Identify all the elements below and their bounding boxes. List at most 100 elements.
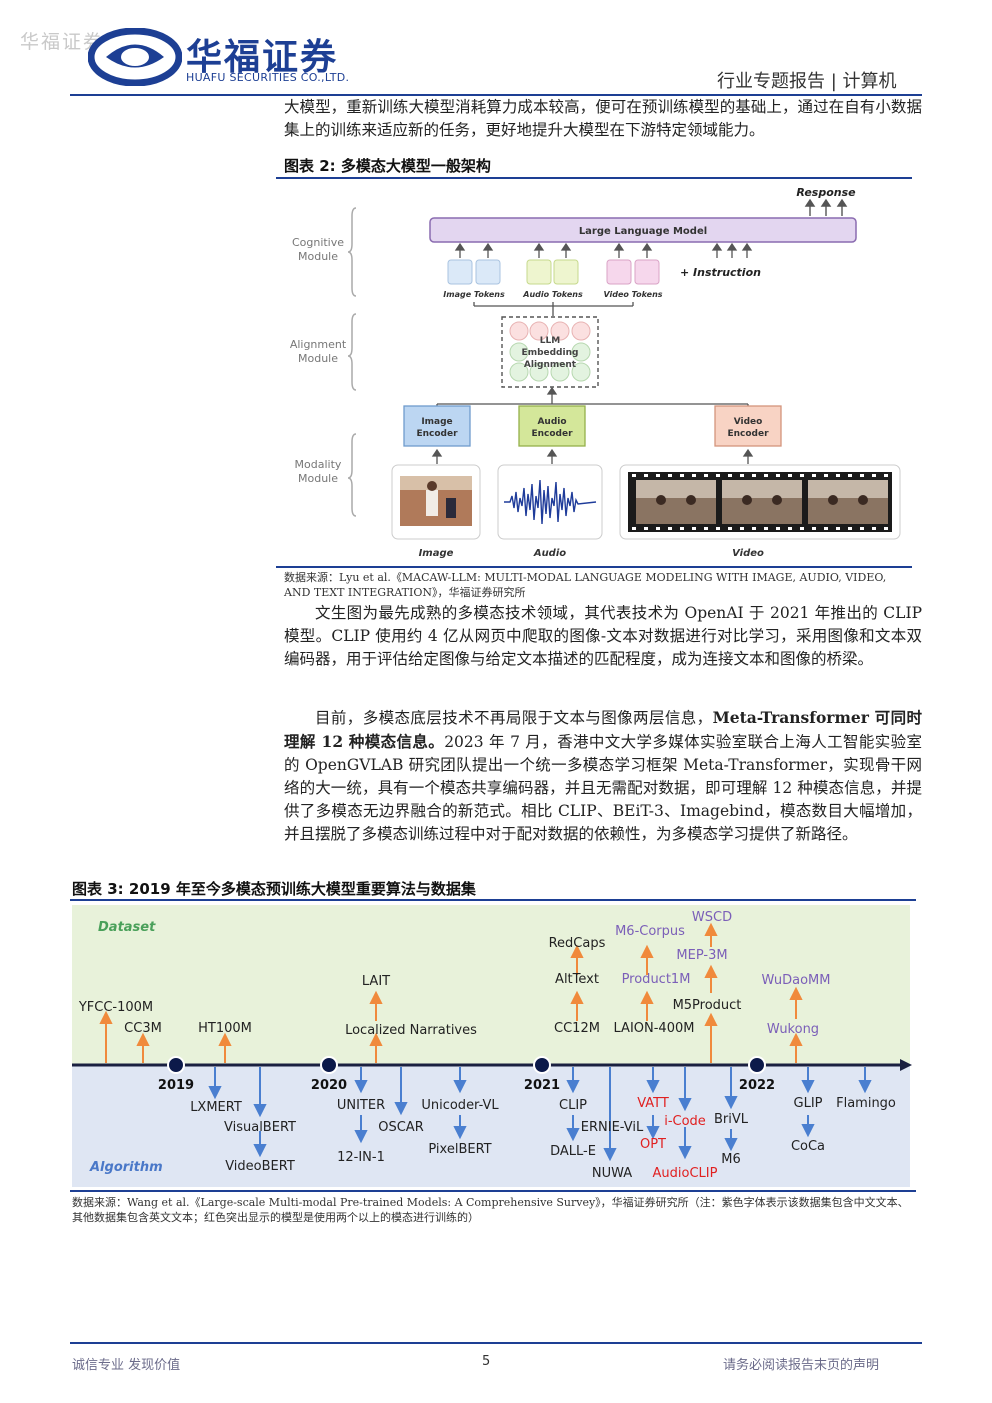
dataset-arrows xyxy=(99,922,803,1063)
module-label-alignment: Alignment xyxy=(290,338,347,351)
image-encoder-box xyxy=(403,405,471,447)
dataset-label: Dataset xyxy=(98,920,156,935)
input-to-encoder-arrows xyxy=(431,448,754,464)
dataset-mep3m: MEP-3M xyxy=(676,948,727,963)
encoder-to-alignment-connectors xyxy=(436,386,749,406)
video-filmstrip xyxy=(628,472,892,532)
llm-box xyxy=(429,217,857,243)
dataset-localized-narratives: Localized Narratives xyxy=(345,1023,477,1038)
dataset-cc3m: CC3M xyxy=(124,1021,162,1036)
algorithm-arrows xyxy=(208,1067,872,1162)
module-label-cognitive-2: Module xyxy=(298,250,338,263)
dataset-m5product: M5Product xyxy=(673,998,742,1013)
algo-videobert: VideoBERT xyxy=(225,1159,295,1174)
figure3-title-rule xyxy=(70,899,916,901)
brace-cognitive xyxy=(347,207,357,297)
video-tokens-label: Video Tokens xyxy=(603,290,662,299)
algo-visualbert: VisualBERT xyxy=(224,1120,296,1135)
page-number: 5 xyxy=(482,1354,491,1369)
alignment-circles xyxy=(509,321,591,382)
brace-alignment xyxy=(347,313,357,391)
audio-encoder-box xyxy=(518,405,586,447)
dataset-wscd: WSCD xyxy=(692,910,732,925)
figure3-bottom-rule xyxy=(70,1190,916,1192)
figure2-architecture-diagram: Cognitive Module Alignment Module Modali… xyxy=(290,186,901,559)
video-token-2 xyxy=(634,259,660,285)
image-encoder-label-2: Encoder xyxy=(416,429,458,439)
alignment-label-2: Embedding xyxy=(522,348,579,358)
logo-english-name: HUAFU SECURITIES CO.,LTD. xyxy=(186,71,350,84)
alignment-label-1: LLM xyxy=(540,336,560,346)
clip-paragraph: 文生图为最先成熟的多模态技术领域，其代表技术为 OpenAI 于 2021 年推… xyxy=(284,604,922,668)
figure2-bottom-rule xyxy=(276,566,912,568)
timeline-arrowhead xyxy=(900,1059,912,1071)
audio-waveform-icon xyxy=(504,479,597,525)
meta-transformer-paragraph: 目前，多模态底层技术不再局限于文本与图像两层信息，Meta-Transforme… xyxy=(284,706,922,846)
year-marker-2022 xyxy=(748,1056,766,1074)
figure2-title-rule xyxy=(276,177,912,179)
footer-disclaimer: 请务必阅读报告末页的声明 xyxy=(723,1358,880,1373)
dataset-laion400m: LAION-400M xyxy=(614,1021,695,1036)
algo-glip: GLIP xyxy=(794,1096,823,1111)
dataset-redcaps: RedCaps xyxy=(549,936,606,951)
token-to-llm-arrows xyxy=(454,242,753,258)
audio-input-label: Audio xyxy=(533,548,566,559)
figure3-timeline-diagram: Dataset Algorithm 2019 2020 2021 2022 YF… xyxy=(72,905,912,1187)
figure3-title: 图表 3: 2019 年至今多模态预训练大模型重要算法与数据集 xyxy=(72,880,476,898)
figure2-title: 图表 2: 多模态大模型一般架构 xyxy=(284,157,491,175)
image-token-1 xyxy=(447,259,473,285)
dataset-ht100m: HT100M xyxy=(198,1021,252,1036)
year-marker-2019 xyxy=(167,1056,185,1074)
module-label-modality: Modality xyxy=(295,458,342,471)
algo-opt: OPT xyxy=(640,1137,666,1152)
response-arrows xyxy=(804,198,848,216)
video-input-label: Video xyxy=(732,548,764,559)
dataset-wukong: Wukong xyxy=(767,1022,819,1037)
figure3-source: 数据来源：Wang et al.《Large-scale Multi-modal… xyxy=(72,1196,909,1224)
video-encoder-box xyxy=(714,405,782,447)
algo-m6: M6 xyxy=(721,1152,741,1167)
dataset-alttext: AltText xyxy=(555,972,599,987)
instruction-label: + Instruction xyxy=(680,266,761,279)
alignment-label-3: Alignment xyxy=(524,360,577,370)
dataset-lait: LAIT xyxy=(362,974,390,989)
image-input-photo xyxy=(400,476,472,526)
dataset-m6-corpus: M6-Corpus xyxy=(615,924,685,939)
algo-ernie-vil: ERNIE-ViL xyxy=(581,1120,644,1135)
video-encoder-label-2: Encoder xyxy=(727,429,769,439)
audio-input-frame xyxy=(497,464,603,540)
algo-unicoder-vl: Unicoder-VL xyxy=(421,1098,499,1113)
dataset-wudaomm: WuDaoMM xyxy=(762,973,831,988)
video-encoder-label-1: Video xyxy=(734,417,763,427)
module-label-cognitive: Cognitive xyxy=(292,236,344,249)
audio-encoder-label-1: Audio xyxy=(537,417,566,427)
dataset-band xyxy=(72,905,910,1065)
algo-coca: CoCa xyxy=(791,1139,825,1154)
algo-pixelbert: PixelBERT xyxy=(428,1142,491,1157)
year-label-2021: 2021 xyxy=(524,1078,560,1093)
dataset-yfcc100m: YFCC-100M xyxy=(78,1000,153,1015)
year-marker-2021 xyxy=(533,1056,551,1074)
year-label-2022: 2022 xyxy=(739,1078,775,1093)
algo-uniter: UNITER xyxy=(337,1098,385,1113)
year-label-2020: 2020 xyxy=(311,1078,347,1093)
algorithm-band xyxy=(72,1065,910,1187)
alignment-to-token-connectors xyxy=(473,302,634,316)
algo-flamingo: Flamingo xyxy=(836,1096,896,1111)
image-encoder-label-1: Image xyxy=(421,417,452,427)
algorithm-label: Algorithm xyxy=(89,1160,163,1175)
watermark: 华福证券 xyxy=(20,31,105,53)
image-tokens-label: Image Tokens xyxy=(443,290,505,299)
response-label: Response xyxy=(796,186,856,199)
audio-token-2 xyxy=(553,259,579,285)
header-divider xyxy=(70,94,922,96)
audio-token-1 xyxy=(526,259,552,285)
meta-highlight: Meta-Transformer 可同时理解 12 种模态信息。 xyxy=(284,708,922,751)
module-label-alignment-2: Module xyxy=(298,352,338,365)
meta-lead: 目前，多模态底层技术不再局限于文本与图像两层信息， xyxy=(315,709,713,727)
meta-rest: 2023 年 7 月，香港中文大学多媒体实验室联合上海人工智能实验室的 Open… xyxy=(284,733,922,843)
image-input-label: Image xyxy=(419,548,454,559)
image-token-2 xyxy=(475,259,501,285)
llm-label: Large Language Model xyxy=(579,226,707,237)
brace-modality xyxy=(347,433,357,517)
